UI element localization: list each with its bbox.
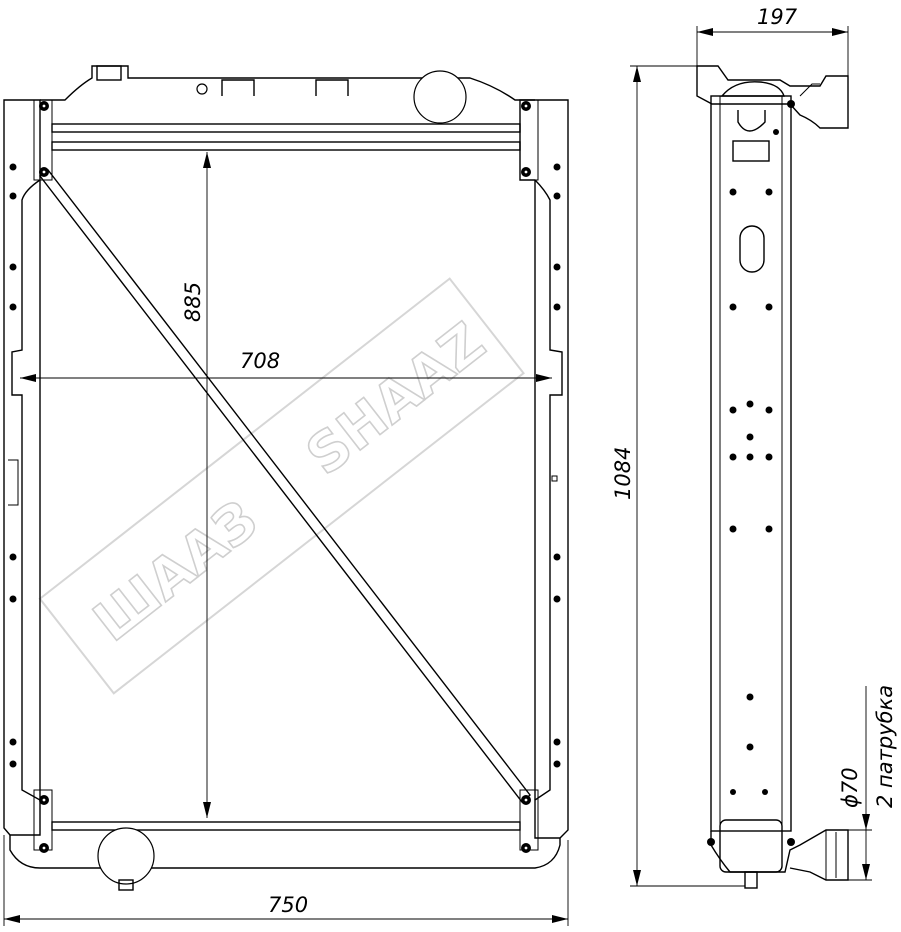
- side-label-plate: [732, 140, 770, 162]
- top-bracket-right: [315, 79, 349, 96]
- bottom-tank: [9, 835, 561, 869]
- bottom-rail: [51, 821, 521, 831]
- dimension-overall-width: 750: [3, 835, 569, 926]
- side-cutout: [737, 110, 766, 132]
- core-outline: [39, 180, 536, 800]
- top-pipe-fitting: [413, 70, 467, 124]
- dimension-pipe-label: ϕ70: [838, 767, 862, 808]
- side-bolts: [707, 100, 795, 846]
- dimension-depth-label: 197: [757, 5, 798, 29]
- dimension-overall-height: 1084: [611, 65, 745, 887]
- drain-plug: [118, 879, 134, 891]
- left-side-frame: [3, 99, 41, 836]
- top-rail: [51, 123, 521, 133]
- top-rail-lower: [51, 141, 521, 151]
- side-top-tank: [696, 65, 849, 129]
- front-view: 885 708 750: [3, 65, 569, 926]
- left-clip: [8, 459, 19, 506]
- dimension-core-height-label: 885: [181, 282, 205, 322]
- top-tank: [40, 65, 535, 101]
- front-bolts: [9, 101, 561, 853]
- right-side-frame: [519, 99, 569, 839]
- watermark: ШААЗ SHAAZ: [38, 277, 525, 695]
- dimension-overall-width-label: 750: [268, 893, 308, 917]
- watermark-right-text: SHAAZ: [295, 310, 497, 487]
- side-drain: [744, 871, 758, 889]
- side-bottom-box: [719, 819, 783, 873]
- dimension-depth: 197: [696, 5, 849, 76]
- dimension-core-width-label: 708: [240, 349, 280, 373]
- dimension-pipe: ϕ70 2 патрубка: [838, 685, 897, 881]
- dimension-overall-height-label: 1084: [611, 447, 635, 500]
- side-oval-slot: [739, 225, 765, 273]
- watermark-left-text: ШААЗ: [82, 488, 269, 654]
- side-column: [710, 95, 792, 832]
- bottom-pipe-fitting: [97, 827, 155, 885]
- diagonal-brace: [39, 169, 531, 804]
- side-top-cap: [720, 81, 785, 97]
- filler-tab: [96, 65, 122, 81]
- dimension-pipe-note: 2 патрубка: [873, 685, 897, 808]
- side-view: 197 1084 ϕ70 2 патрубка: [611, 5, 897, 889]
- right-top-bracket: [519, 99, 539, 181]
- top-small-fitting: [196, 83, 208, 95]
- dimension-core-height: 885: [181, 152, 211, 818]
- top-bracket-left: [221, 79, 255, 96]
- dimension-core-width: 708: [20, 349, 552, 382]
- side-top-pipe: [799, 83, 820, 97]
- side-bottom-pipe: [825, 830, 837, 880]
